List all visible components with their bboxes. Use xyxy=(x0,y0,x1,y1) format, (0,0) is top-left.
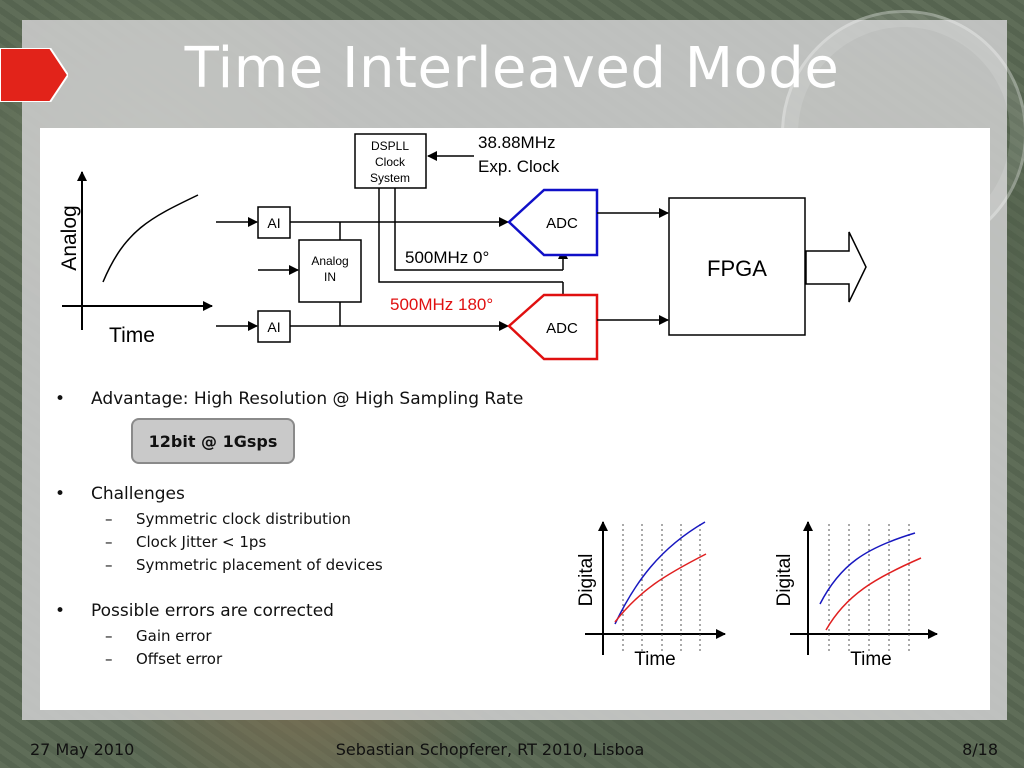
challenge-subitem: Clock Jitter < 1ps xyxy=(136,533,267,551)
clock-0-wire xyxy=(394,188,563,271)
clock-180-label: 500MHz 180° xyxy=(390,295,493,314)
bullet-dot: • xyxy=(55,389,66,409)
dash: – xyxy=(105,556,113,574)
ai-bottom-label: AI xyxy=(267,319,280,335)
analog-axis-label: Analog xyxy=(58,205,81,270)
fpga-label: FPGA xyxy=(707,256,767,281)
dspll-box xyxy=(354,133,427,189)
plot-left: Digital Time xyxy=(576,521,726,670)
adc-bottom-label: ADC xyxy=(546,320,578,337)
clock-0-label: 500MHz 0° xyxy=(405,248,489,267)
analog-in-box xyxy=(298,239,362,303)
plot-right-ylabel: Digital xyxy=(774,554,795,607)
error-subitem: Offset error xyxy=(136,650,223,668)
bullet-dot: • xyxy=(55,601,66,621)
challenges-item: Challenges xyxy=(91,484,185,504)
dspll-label-1: DSPLL xyxy=(371,139,409,153)
ext-clock-label-2: Exp. Clock xyxy=(478,157,560,176)
slide-title: Time Interleaved Mode xyxy=(184,36,840,101)
footer-author: Sebastian Schopferer, RT 2010, Lisboa xyxy=(335,740,645,759)
sampling-plots: Digital Time Digital Time xyxy=(576,521,938,670)
footer-date: 27 May 2010 xyxy=(30,740,135,759)
time-axis-label: Time xyxy=(109,324,155,347)
adc-top-shape xyxy=(507,188,599,257)
plot-right-xlabel: Time xyxy=(850,649,892,670)
dspll-label-3: System xyxy=(370,171,410,185)
ext-clock-label-1: 38.88MHz xyxy=(478,133,555,152)
plot-left-xlabel: Time xyxy=(634,649,676,670)
analog-in-label-2: IN xyxy=(324,270,336,284)
plot-left-ylabel: Digital xyxy=(576,554,597,607)
fpga-box xyxy=(668,197,806,336)
red-arrow-tab-icon xyxy=(0,48,68,102)
errors-item: Possible errors are corrected xyxy=(91,601,334,621)
fpga-output-arrow-icon xyxy=(805,231,867,303)
dash: – xyxy=(105,650,113,668)
plot-right-red-curve xyxy=(825,557,922,631)
ai-top-box xyxy=(257,206,291,239)
plot-right: Digital Time xyxy=(774,521,938,670)
challenge-subitem: Symmetric placement of devices xyxy=(136,556,383,574)
analog-signal-curve xyxy=(102,194,199,283)
adc-top-label: ADC xyxy=(546,215,578,232)
resolution-callout: 12bit @ 1Gsps xyxy=(131,418,295,464)
advantage-item: Advantage: High Resolution @ High Sampli… xyxy=(91,389,524,409)
plot-left-red-curve xyxy=(614,553,707,623)
block-diagram: Analog Time DSPLL Clock System 38.88MHz … xyxy=(58,133,867,361)
dash: – xyxy=(105,627,113,645)
challenge-subitem: Symmetric clock distribution xyxy=(136,510,351,528)
ai-bottom-box xyxy=(257,310,291,343)
bullet-dot: • xyxy=(55,484,66,504)
adc-bottom-shape xyxy=(507,293,599,361)
error-subitem: Gain error xyxy=(136,627,212,645)
analog-in-label-1: Analog xyxy=(311,254,348,268)
dspll-label-2: Clock xyxy=(375,155,406,169)
ai-top-label: AI xyxy=(267,215,280,231)
plot-left-blue-curve xyxy=(614,521,706,625)
clock-180-wire xyxy=(378,188,563,283)
footer-page-number: 8/18 xyxy=(962,740,998,759)
dash: – xyxy=(105,510,113,528)
dash: – xyxy=(105,533,113,551)
plot-right-blue-curve xyxy=(819,532,916,605)
